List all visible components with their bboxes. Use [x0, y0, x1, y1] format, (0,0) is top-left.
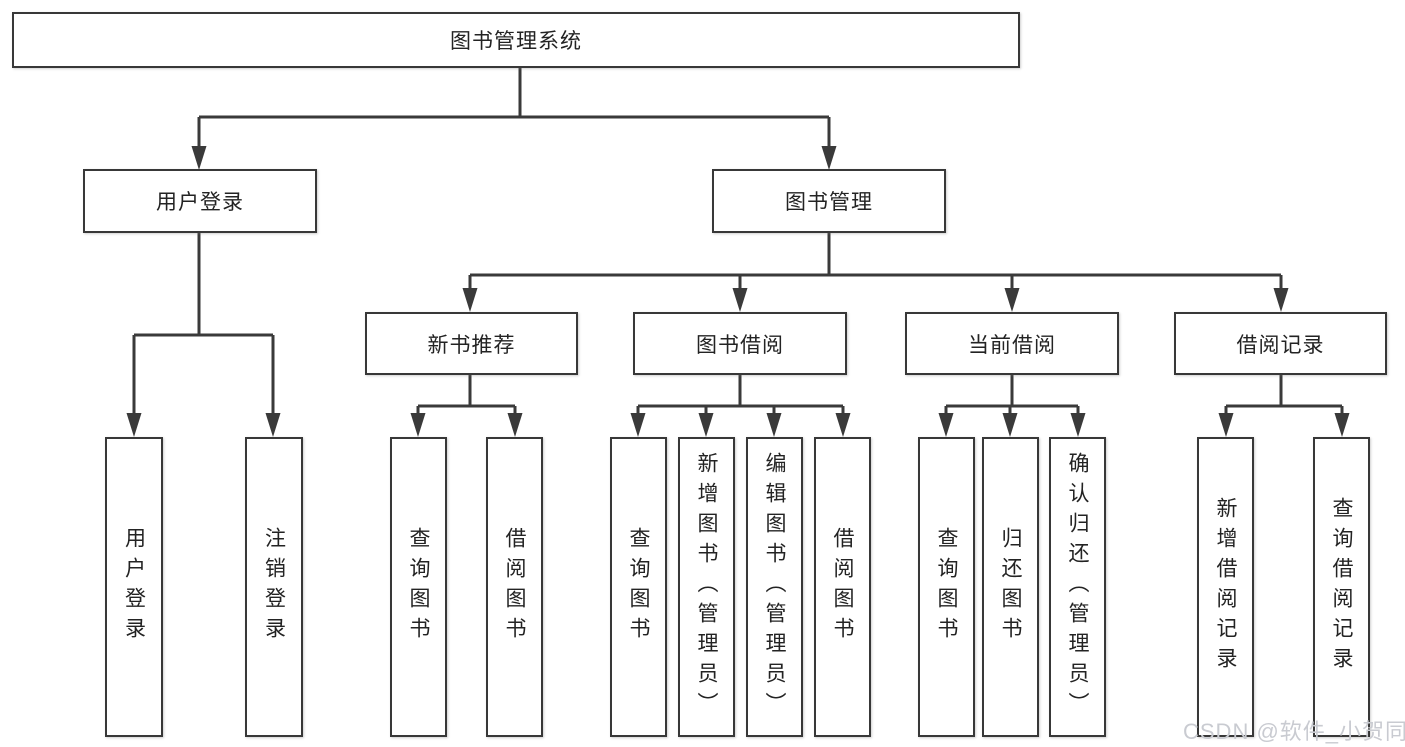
- leaf-edit-book-admin: 编辑图书（管理员）: [746, 437, 803, 737]
- node-borrowing-records: 借阅记录: [1174, 312, 1387, 375]
- leaf-label: 编辑图书（管理员）: [763, 452, 786, 722]
- leaf-label: 用户登录: [122, 527, 146, 647]
- leaf-logout: 注销登录: [245, 437, 303, 737]
- leaf-label: 借阅图书: [503, 527, 526, 647]
- leaf-label: 注销登录: [262, 527, 286, 647]
- node-label: 借阅记录: [1236, 333, 1325, 357]
- leaf-query-books-current: 查询图书: [918, 437, 975, 737]
- node-label: 图书管理: [785, 191, 873, 214]
- node-label: 当前借阅: [968, 333, 1056, 357]
- node-label: 新书推荐: [427, 333, 516, 357]
- leaf-borrow-books-borrowing: 借阅图书: [814, 437, 871, 737]
- leaf-query-books-borrowing: 查询图书: [610, 437, 667, 737]
- leaf-label: 新增图书（管理员）: [695, 452, 718, 722]
- leaf-user-login: 用户登录: [105, 437, 163, 737]
- leaf-label: 新增借阅记录: [1214, 497, 1237, 677]
- leaf-label: 查询图书: [935, 527, 958, 647]
- node-current-borrowing: 当前借阅: [905, 312, 1119, 375]
- leaf-label: 借阅图书: [831, 527, 854, 647]
- node-library-management-system: 图书管理系统: [12, 12, 1020, 68]
- leaf-add-book-admin: 新增图书（管理员）: [678, 437, 735, 737]
- leaf-query-borrow-record: 查询借阅记录: [1313, 437, 1370, 737]
- node-user-login-branch: 用户登录: [83, 169, 317, 233]
- csdn-watermark: CSDN @软件_小贺同学: [1183, 719, 1405, 744]
- node-label: 用户登录: [156, 191, 244, 214]
- leaf-label: 归还图书: [999, 527, 1022, 647]
- node-new-book-recommendation: 新书推荐: [365, 312, 578, 375]
- leaf-label: 确认归还（管理员）: [1066, 452, 1089, 722]
- leaf-label: 查询图书: [407, 527, 430, 647]
- node-label: 图书管理系统: [450, 30, 582, 53]
- leaf-label: 查询图书: [627, 527, 650, 647]
- leaf-query-books-recommend: 查询图书: [390, 437, 447, 737]
- leaf-confirm-return-admin: 确认归还（管理员）: [1049, 437, 1106, 737]
- leaf-label: 查询借阅记录: [1330, 497, 1353, 677]
- node-label: 图书借阅: [696, 333, 784, 357]
- leaf-borrow-books-recommend: 借阅图书: [486, 437, 543, 737]
- leaf-add-borrow-record: 新增借阅记录: [1197, 437, 1254, 737]
- node-book-management: 图书管理: [712, 169, 946, 233]
- node-book-borrowing: 图书借阅: [633, 312, 847, 375]
- leaf-return-books: 归还图书: [982, 437, 1039, 737]
